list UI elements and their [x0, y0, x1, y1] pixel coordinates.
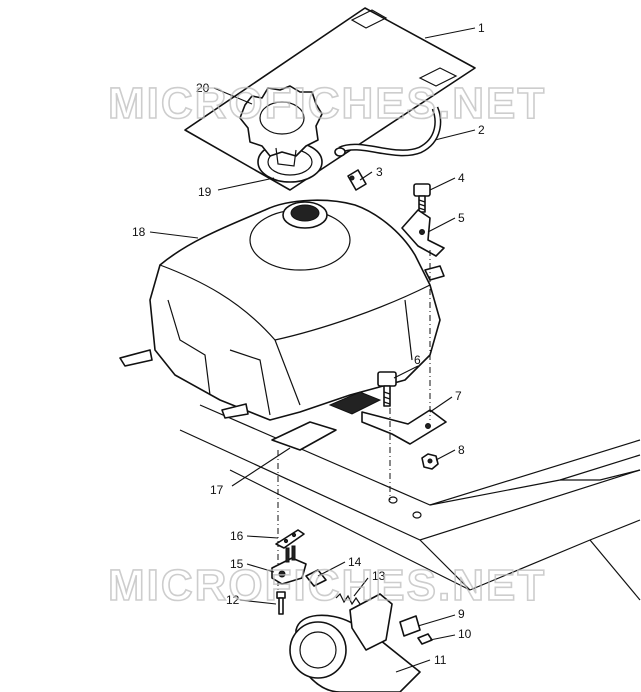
callout-7: 7 [455, 389, 462, 403]
callout-19: 19 [198, 185, 212, 199]
callout-1: 1 [478, 21, 485, 35]
callout-9: 9 [458, 607, 465, 621]
callout-5: 5 [458, 211, 465, 225]
callout-13: 13 [372, 569, 386, 583]
watermark-top: MICROFICHES.NET [108, 79, 546, 128]
callout-6: 6 [414, 353, 421, 367]
part-4-bolt[interactable] [413, 183, 431, 213]
callout-18: 18 [132, 225, 146, 239]
part-9-clamp[interactable] [349, 593, 421, 651]
part-12-screw[interactable] [276, 591, 286, 615]
callout-20: 20 [196, 81, 210, 95]
part-3-vent-fitting[interactable] [347, 169, 367, 191]
callout-12: 12 [226, 593, 240, 607]
part-15-fuel-valve[interactable] [271, 545, 307, 585]
part-16-plate[interactable] [275, 529, 305, 549]
part-7-tab-bracket[interactable] [361, 409, 447, 445]
callout-8: 8 [458, 443, 465, 457]
callout-15: 15 [230, 557, 244, 571]
part-17-pad[interactable] [271, 421, 337, 451]
callout-10: 10 [458, 627, 472, 641]
callout-3: 3 [376, 165, 383, 179]
callout-4: 4 [458, 171, 465, 185]
part-2-vent-hose[interactable] [334, 106, 442, 157]
callout-11: 11 [434, 653, 447, 667]
centerlines [277, 250, 431, 600]
part-11-air-tube[interactable] [289, 614, 421, 692]
callout-17: 17 [210, 483, 224, 497]
part-18-fuel-tank[interactable] [119, 199, 445, 421]
callout-labels: 1 2 3 4 5 6 7 8 9 10 11 12 13 14 15 16 1… [132, 21, 485, 667]
leader-lines [149, 27, 476, 673]
part-5-bracket[interactable] [401, 209, 445, 257]
part-20-fuel-cap[interactable] [239, 85, 323, 167]
watermark-bottom: MICROFICHES.NET [108, 561, 546, 610]
part-13-spring[interactable] [335, 592, 361, 606]
callout-16: 16 [230, 529, 244, 543]
callout-2: 2 [478, 123, 485, 137]
part-8-nut[interactable] [421, 453, 439, 470]
callout-14: 14 [348, 555, 362, 569]
part-6-bolt[interactable] [377, 371, 397, 407]
part-10-screw[interactable] [417, 633, 433, 645]
